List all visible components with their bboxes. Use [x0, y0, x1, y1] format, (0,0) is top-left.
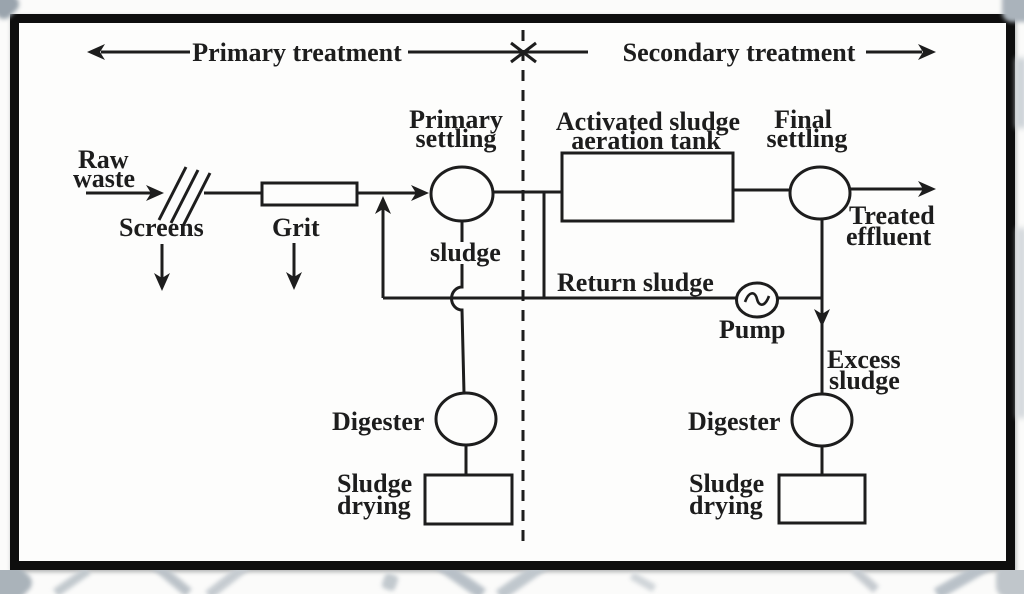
screenings-arrowhead-icon	[154, 273, 170, 291]
grit-arrowhead-icon	[286, 272, 302, 290]
primary-arrowhead-left-icon	[87, 44, 105, 60]
settling-inlet-arrowhead-icon	[411, 185, 429, 201]
primary-settling-tank	[429, 165, 495, 223]
treated-effluent-label-line1: Treated	[849, 201, 935, 230]
secondary-arrowhead-right-icon	[918, 44, 936, 60]
return-sludge-arrowhead-icon	[375, 196, 391, 214]
scan-smudge-right-lower	[1017, 228, 1024, 418]
sludge-drying-left-box	[423, 473, 514, 526]
primary-sludge-to-digester-line	[450, 264, 466, 394]
primary-sludge-label: sludge	[430, 238, 501, 267]
aeration-tank-label-line2: aeration tank	[571, 126, 721, 155]
primary-settling-label-line2: settling	[416, 124, 497, 153]
aeration-tank-label-line1: Activated sludge	[556, 107, 740, 136]
pump-label: Pump	[719, 315, 785, 344]
final-settling-label-line2: settling	[767, 124, 848, 153]
sludge-drying-right-label-line2: drying	[689, 491, 763, 520]
digester-left	[434, 391, 498, 447]
excess-sludge-label-line1: Excess	[827, 345, 901, 374]
excess-sludge-label-line2: sludge	[829, 366, 900, 395]
final-settling-label-line1: Final	[774, 105, 832, 134]
raw-waste-label-line2: waste	[73, 164, 135, 193]
scan-corner-top-right	[1002, 0, 1024, 22]
final-settling-tank	[788, 165, 852, 221]
return-sludge-label: Return sludge	[557, 268, 714, 297]
watermark-strip	[0, 570, 1024, 594]
sludge-drying-left-label-line1: Sludge	[337, 469, 412, 498]
excess-sludge-arrowhead-icon	[814, 309, 830, 327]
sludge-drying-left-label-line2: drying	[337, 491, 411, 520]
raw-waste-label-line1: Raw	[78, 145, 129, 174]
screen-bar	[169, 169, 200, 224]
primary-settling-label-line1: Primary	[409, 105, 503, 134]
digester-right	[790, 392, 854, 448]
watermark-blob	[996, 570, 1024, 594]
treated-effluent-arrowhead-icon	[918, 181, 936, 197]
digester-left-label: Digester	[332, 407, 424, 436]
sludge-drying-right-label-line1: Sludge	[689, 469, 764, 498]
scan-smudge-right-upper	[1016, 58, 1024, 128]
screen-bar	[181, 172, 212, 227]
aeration-tank-box	[560, 151, 735, 223]
grit-chamber-box	[260, 181, 359, 207]
raw-waste-arrowhead-icon	[146, 185, 164, 201]
sludge-drying-right-box	[777, 473, 867, 525]
digester-right-label: Digester	[688, 407, 780, 436]
pump-tilde-icon	[743, 292, 771, 306]
screens-label: Screens	[119, 213, 204, 242]
grit-label: Grit	[272, 213, 320, 242]
screen-bar	[157, 166, 188, 221]
treated-effluent-label-line2: effluent	[846, 222, 932, 251]
secondary-treatment-label: Secondary treatment	[623, 38, 856, 67]
primary-treatment-label: Primary treatment	[192, 38, 402, 67]
